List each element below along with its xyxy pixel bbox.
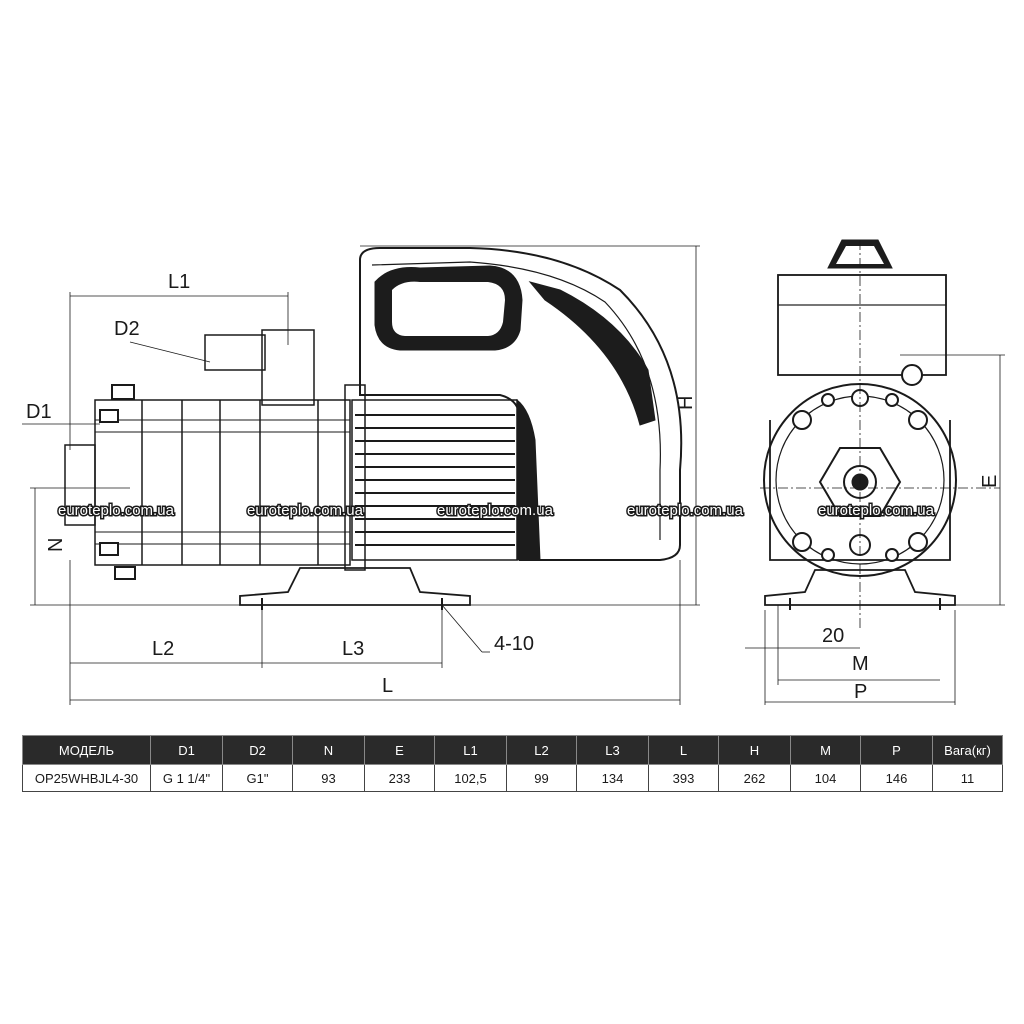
- motor-cooling-fins: [355, 414, 515, 546]
- table-cell: 233: [364, 764, 435, 792]
- dim-label-m: M: [852, 653, 869, 675]
- dim-label-l1: L1: [168, 271, 190, 293]
- table-cell: G 1 1/4": [150, 764, 223, 792]
- watermark-1: euroteplo.com.ua: [58, 502, 175, 519]
- header-cell: Вага(кг): [932, 735, 1003, 765]
- table-cell: 93: [292, 764, 365, 792]
- table-cell: 102,5: [434, 764, 507, 792]
- side-view-dimension-lines: [22, 245, 700, 705]
- dim-label-p: P: [854, 681, 867, 703]
- table-cell: 104: [790, 764, 861, 792]
- table-cell: 262: [718, 764, 791, 792]
- table-cell: 146: [860, 764, 933, 792]
- dim-label-l2: L2: [152, 638, 174, 660]
- header-cell: L1: [434, 735, 507, 765]
- header-cell: L: [648, 735, 719, 765]
- header-cell: P: [860, 735, 933, 765]
- pump-dimension-drawing: L1 D2 D1 N H E L2 L3 L 4-10 20 M P eurot…: [22, 239, 1005, 705]
- table-cell: 11: [932, 764, 1003, 792]
- dim-label-n: N: [45, 538, 67, 552]
- dim-label-e: E: [979, 475, 1001, 488]
- header-cell: МОДЕЛЬ: [22, 735, 151, 765]
- dim-label-l3: L3: [342, 638, 364, 660]
- header-cell: E: [364, 735, 435, 765]
- end-view-dimension-lines: [745, 240, 1005, 705]
- table-header-row: МОДЕЛЬ D1 D2 N E L1 L2 L3 L H M P Вага(к…: [22, 735, 1003, 765]
- flange-bolts: [792, 364, 928, 562]
- header-cell: L3: [576, 735, 649, 765]
- header-cell: M: [790, 735, 861, 765]
- table-cell: 393: [648, 764, 719, 792]
- table-cell: 134: [576, 764, 649, 792]
- header-cell: L2: [506, 735, 577, 765]
- dim-label-holes: 4-10: [494, 633, 534, 655]
- header-cell: D2: [222, 735, 293, 765]
- watermark-2: euroteplo.com.ua: [247, 502, 364, 519]
- dim-label-d1: D1: [26, 401, 52, 423]
- watermark-5: euroteplo.com.ua: [818, 502, 935, 519]
- dim-label-h: H: [675, 396, 697, 410]
- header-cell: N: [292, 735, 365, 765]
- table-cell: 99: [506, 764, 577, 792]
- table-cell: OP25WHBJL4-30: [22, 764, 151, 792]
- table-cell: G1": [222, 764, 293, 792]
- watermark-row: euroteplo.com.ua euroteplo.com.ua eurote…: [57, 501, 937, 521]
- pump-side-view: [64, 247, 683, 610]
- watermark-3: euroteplo.com.ua: [437, 502, 554, 519]
- dim-label-l: L: [382, 675, 393, 697]
- header-cell: D1: [150, 735, 223, 765]
- table-row: OP25WHBJL4-30 G 1 1/4" G1" 93 233 102,5 …: [22, 764, 1003, 792]
- dim-label-d2: D2: [114, 318, 140, 340]
- specification-table: МОДЕЛЬ D1 D2 N E L1 L2 L3 L H M P Вага(к…: [22, 735, 1003, 792]
- watermark-4: euroteplo.com.ua: [627, 502, 744, 519]
- header-cell: H: [718, 735, 791, 765]
- dim-label-foot: 20: [822, 625, 844, 647]
